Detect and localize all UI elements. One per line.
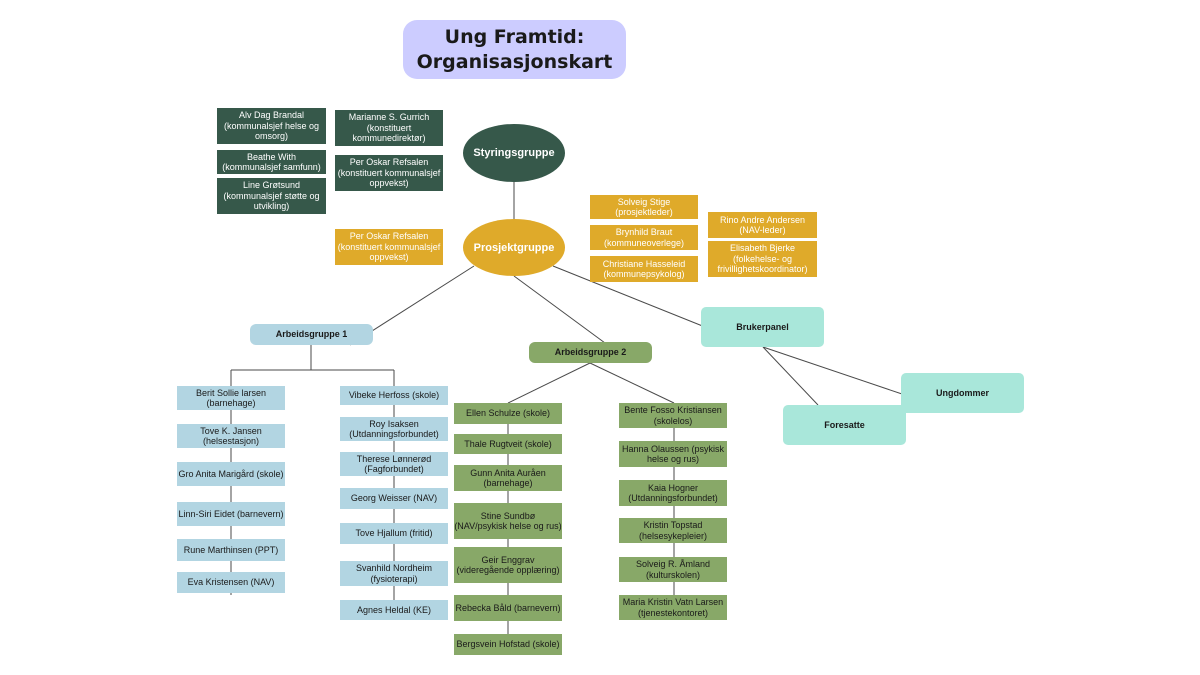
ungdommer-node: Ungdommer xyxy=(901,373,1024,413)
ag1-member-card: Tove K. Jansen (helsestasjon) xyxy=(177,424,285,448)
title-line-1: Ung Framtid: xyxy=(444,25,585,48)
ag2-member-card: Bente Fosso Kristiansen (skolelos) xyxy=(619,403,727,428)
ag2-member-card: Kaia Hogner (Utdanningsforbundet) xyxy=(619,480,727,506)
member-text: Tove K. Jansen (helsestasjon) xyxy=(200,425,262,447)
member-text: Rino Andre Andersen (NAV-leder) xyxy=(719,214,806,236)
ag2-member-card: Thale Rugtveit (skole) xyxy=(454,434,562,454)
member-text: Per Oskar Refsalen (konstituert kommunal… xyxy=(337,231,441,263)
ag1-member-card: Svanhild Nordheim (fysioterapi) xyxy=(340,561,448,586)
member-text: Eva Kristensen (NAV) xyxy=(187,577,275,588)
ag1-member-card: Rune Marthinsen (PPT) xyxy=(177,539,285,561)
member-text: Elisabeth Bjerke (folkehelse- og frivill… xyxy=(717,243,808,275)
ag1-member-card: Berit Sollie larsen (barnehage) xyxy=(177,386,285,410)
line-bruker-ungdommer xyxy=(762,346,906,396)
member-text: Kaia Hogner (Utdanningsforbundet) xyxy=(628,482,718,504)
arbeidsgruppe-1-node: Arbeidsgruppe 1 xyxy=(250,324,373,345)
line-ag2-right xyxy=(589,362,675,404)
ag1-member-card: Roy Isaksen (Utdanningsforbundet) xyxy=(340,417,448,441)
ag2-member-card: Solveig R. Åmland (kulturskolen) xyxy=(619,557,727,582)
prosjekt-member-card: Brynhild Braut (kommuneoverlege) xyxy=(590,225,698,250)
styringsgruppe-node: Styringsgruppe xyxy=(463,124,565,182)
member-text: Stine Sundbø (NAV/psykisk helse og rus) xyxy=(454,510,562,532)
line-prosjekt-ag2 xyxy=(513,275,606,344)
member-text: Rune Marthinsen (PPT) xyxy=(183,544,279,555)
ungdommer-label: Ungdommer xyxy=(935,387,989,398)
ag1-member-card: Linn-Siri Eidet (barnevern) xyxy=(177,502,285,526)
prosjekt-member-card: Elisabeth Bjerke (folkehelse- og frivill… xyxy=(708,241,817,277)
foresatte-node: Foresatte xyxy=(783,405,906,445)
member-text: Vibeke Herfoss (skole) xyxy=(348,390,440,401)
foresatte-label: Foresatte xyxy=(824,419,865,430)
styring-member-card: Beathe With (kommunalsjef samfunn) xyxy=(217,150,326,174)
member-text: Berit Sollie larsen (barnehage) xyxy=(195,387,267,409)
prosjekt-member-card: Solveig Stige (prosjektleder) xyxy=(590,195,698,219)
member-text: Marianne S. Gurrich (konstituert kommune… xyxy=(348,112,430,144)
ag1-member-card: Eva Kristensen (NAV) xyxy=(177,572,285,593)
member-text: Gunn Anita Auråen (barnehage) xyxy=(470,467,546,489)
ag2-member-card: Bergsvein Hofstad (skole) xyxy=(454,634,562,655)
ag1-member-card: Georg Weisser (NAV) xyxy=(340,488,448,509)
title-line-2: Organisasjonskart xyxy=(416,50,613,73)
member-text: Georg Weisser (NAV) xyxy=(350,493,438,504)
ag1-member-card: Gro Anita Marigård (skole) xyxy=(177,462,285,486)
ag2-member-card: Maria Kristin Vatn Larsen (tjenestekonto… xyxy=(619,595,727,620)
ag1-member-card: Therese Lønnerød (Fagforbundet) xyxy=(340,452,448,476)
member-text: Line Grøtsund (kommunalsjef støtte og ut… xyxy=(223,180,320,212)
member-text: Solveig R. Åmland (kulturskolen) xyxy=(635,559,711,580)
member-text: Per Oskar Refsalen (konstituert kommunal… xyxy=(337,157,441,189)
prosjektgruppe-node: Prosjektgruppe xyxy=(463,219,565,276)
ag2-member-card: Ellen Schulze (skole) xyxy=(454,403,562,424)
line-prosjekt-brukerpanel xyxy=(552,265,706,328)
styring-member-card: Marianne S. Gurrich (konstituert kommune… xyxy=(335,110,443,146)
ag1-member-card: Agnes Heldal (KE) xyxy=(340,600,448,620)
ag2-member-card: Hanna Olaussen (psykisk helse og rus) xyxy=(619,441,727,467)
ag2-member-card: Rebecka Båld (barnevern) xyxy=(454,595,562,621)
member-text: Therese Lønnerød (Fagforbundet) xyxy=(356,453,432,475)
member-text: Kristin Topstad (helsesykepleier) xyxy=(638,520,708,541)
styring-member-card: Per Oskar Refsalen (konstituert kommunal… xyxy=(335,155,443,191)
ag1-member-card: Vibeke Herfoss (skole) xyxy=(340,386,448,405)
ag2-member-card: Kristin Topstad (helsesykepleier) xyxy=(619,518,727,543)
prosjektgruppe-label: Prosjektgruppe xyxy=(473,241,555,254)
member-text: Agnes Heldal (KE) xyxy=(356,604,432,615)
arbeidsgruppe-1-label: Arbeidsgruppe 1 xyxy=(275,329,348,340)
styring-member-card: Line Grøtsund (kommunalsjef støtte og ut… xyxy=(217,178,326,214)
member-text: Beathe With (kommunalsjef samfunn) xyxy=(222,151,321,173)
member-text: Tove Hjallum (fritid) xyxy=(355,528,433,539)
member-text: Thale Rugtveit (skole) xyxy=(464,438,552,449)
prosjekt-owner-card: Per Oskar Refsalen (konstituert kommunal… xyxy=(335,229,443,265)
ag2-member-card: Geir Enggrav (videregående opplæring) xyxy=(454,547,562,583)
member-text: Ellen Schulze (skole) xyxy=(465,408,551,419)
brukerpanel-label: Brukerpanel xyxy=(736,321,789,332)
member-text: Maria Kristin Vatn Larsen (tjenestekonto… xyxy=(622,597,724,618)
member-text: Geir Enggrav (videregående opplæring) xyxy=(456,554,560,576)
member-text: Solveig Stige (prosjektleder) xyxy=(615,196,673,218)
prosjekt-member-card: Christiane Hasseleid (kommunepsykolog) xyxy=(590,256,698,282)
member-text: Linn-Siri Eidet (barnevern) xyxy=(178,508,284,519)
page-title: Ung Framtid: Organisasjonskart xyxy=(403,20,626,79)
arbeidsgruppe-2-label: Arbeidsgruppe 2 xyxy=(554,347,627,358)
member-text: Svanhild Nordheim (fysioterapi) xyxy=(355,563,433,584)
line-ag2-left xyxy=(507,362,591,404)
arbeidsgruppe-2-node: Arbeidsgruppe 2 xyxy=(529,342,652,363)
member-text: Bergsvein Hofstad (skole) xyxy=(456,639,560,650)
styringsgruppe-label: Styringsgruppe xyxy=(473,147,555,159)
member-text: Alv Dag Brandal (kommunalsjef helse og o… xyxy=(223,110,320,142)
ag1-member-card: Tove Hjallum (fritid) xyxy=(340,523,448,544)
member-text: Roy Isaksen (Utdanningsforbundet) xyxy=(349,418,439,440)
member-text: Hanna Olaussen (psykisk helse og rus) xyxy=(621,443,725,465)
ag2-member-card: Stine Sundbø (NAV/psykisk helse og rus) xyxy=(454,503,562,539)
brukerpanel-node: Brukerpanel xyxy=(701,307,824,347)
ag2-member-card: Gunn Anita Auråen (barnehage) xyxy=(454,465,562,491)
member-text: Gro Anita Marigård (skole) xyxy=(178,468,284,479)
styring-member-card: Alv Dag Brandal (kommunalsjef helse og o… xyxy=(217,108,326,144)
prosjekt-member-card: Rino Andre Andersen (NAV-leder) xyxy=(708,212,817,238)
member-text: Rebecka Båld (barnevern) xyxy=(455,602,561,613)
line-bruker-foresatte xyxy=(762,346,819,406)
member-text: Christiane Hasseleid (kommunepsykolog) xyxy=(602,258,686,280)
member-text: Bente Fosso Kristiansen (skolelos) xyxy=(624,405,722,426)
member-text: Brynhild Braut (kommuneoverlege) xyxy=(603,227,685,248)
